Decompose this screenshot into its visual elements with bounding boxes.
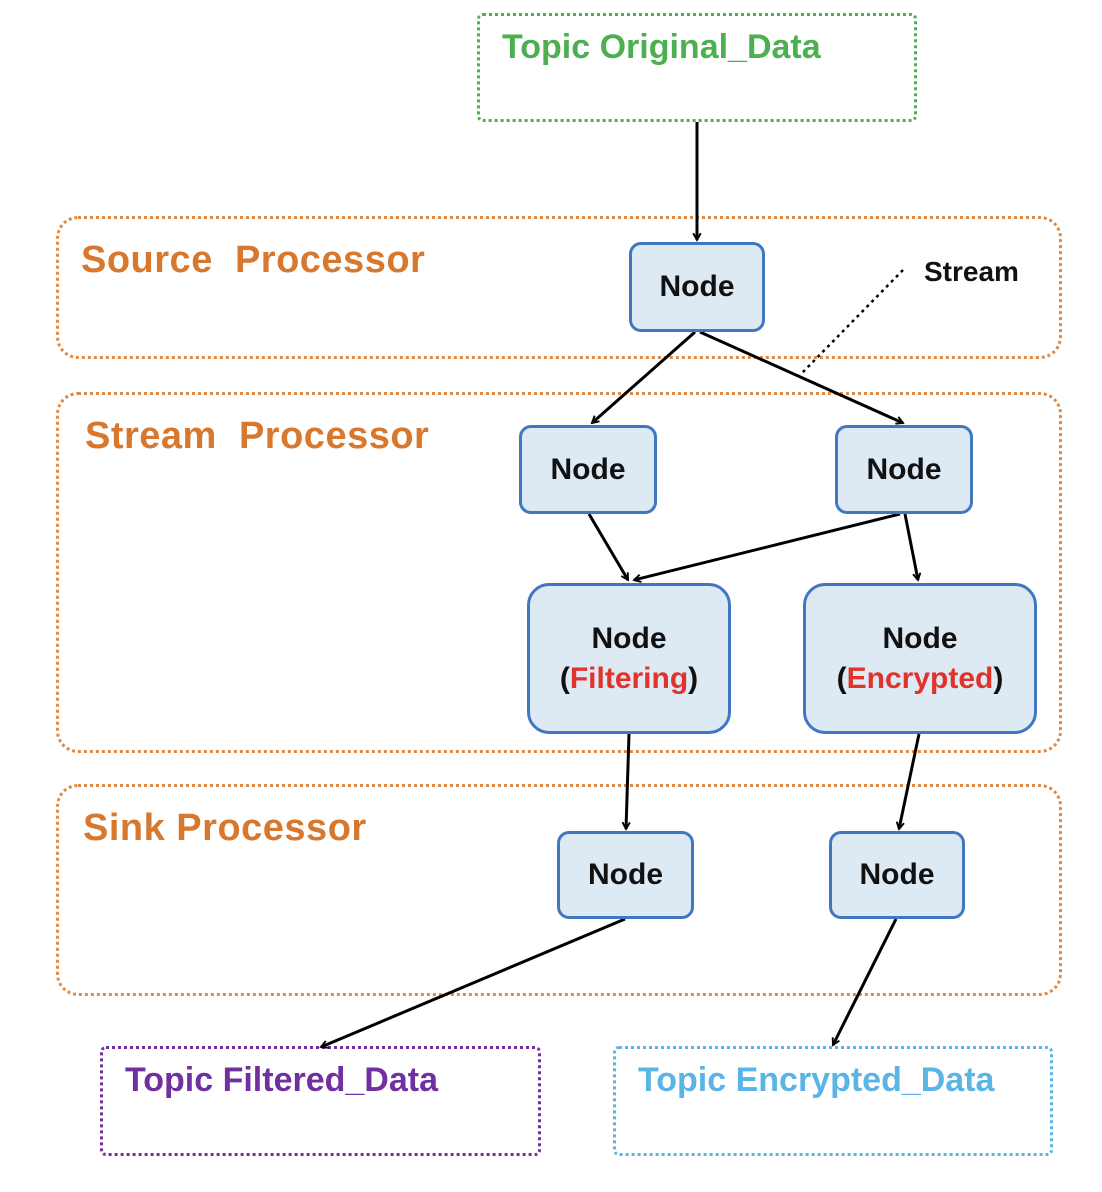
source-node: Node [629,242,765,332]
edge-source-to-stream-left [592,330,696,423]
sink-node-right-label: Node [859,858,935,891]
sink-node-left-label: Node [588,858,663,891]
edge-sink-right-to-encrypted-topic [831,918,898,1045]
filtering-node-detail: (Filtering) [559,661,699,695]
source-processor-group: Source Processor [56,216,1062,359]
sink-processor-group: Sink Processor [56,784,1062,996]
source-node-label: Node [659,270,735,303]
topic-original-data-label: Topic Original_Data [502,28,821,66]
source-processor-label: Source Processor [81,239,426,281]
edge-sink-left-to-filtered-topic [321,917,626,1047]
encrypted-node-label: Node [882,621,958,655]
edge-stream-left-to-filtering [587,513,630,580]
encrypted-node: Node (Encrypted) [803,583,1037,734]
topic-filtered-data-box: Topic Filtered_Data [100,1046,541,1156]
stream-annotation-leader [799,269,904,376]
encrypted-node-detail: (Encrypted) [836,661,1004,695]
edge-filtering-to-sink-left [626,733,629,829]
edge-stream-right-to-filtering [634,512,901,580]
flow-arrows [321,122,919,1047]
topic-filtered-data-label: Topic Filtered_Data [125,1061,438,1099]
topic-encrypted-data-box: Topic Encrypted_Data [613,1046,1053,1156]
stream-annotation-label: Stream [924,256,1019,287]
stream-node-left-label: Node [550,452,626,486]
sink-node-right: Node [829,831,965,919]
stream-processor-group: Stream Processor [56,392,1062,753]
topic-encrypted-data-label: Topic Encrypted_Data [638,1061,995,1099]
topic-original-data-box: Topic Original_Data [477,13,917,122]
edge-encrypted-to-sink-right [899,733,921,829]
stream-node-right: Node [835,425,973,514]
stream-node-left: Node [519,425,657,514]
sink-node-left: Node [557,831,694,919]
filtering-node: Node (Filtering) [527,583,731,734]
sink-processor-label: Sink Processor [83,807,367,849]
filtering-node-label: Node [591,621,667,655]
stream-processor-label: Stream Processor [85,415,430,457]
edge-stream-right-to-encrypted [903,513,918,580]
edge-source-to-stream-right [699,330,903,423]
stream-node-right-label: Node [866,452,942,486]
